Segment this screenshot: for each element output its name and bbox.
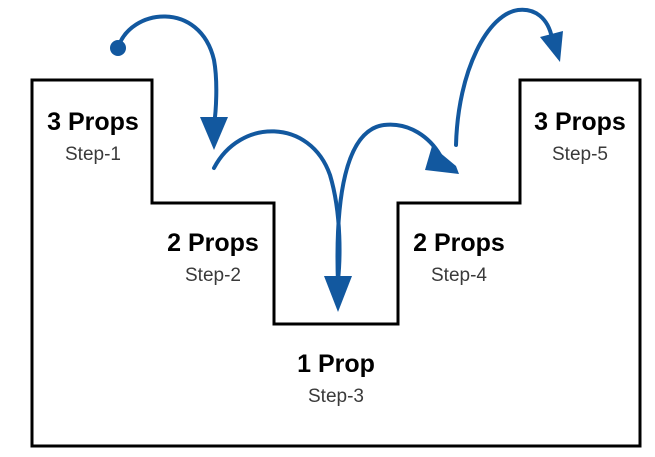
arrowhead-4 (540, 31, 563, 62)
step-2-props: 2 Props (167, 229, 259, 257)
step-1-name: Step-1 (65, 144, 121, 165)
step-3-name: Step-3 (308, 386, 364, 407)
step-4-props: 2 Props (413, 229, 505, 257)
arrow-step4-to-step5 (454, 7, 554, 147)
arrowhead-2 (324, 276, 352, 312)
step-3-props: 1 Prop (297, 350, 375, 378)
step-2-label: 2 Props Step-2 (152, 229, 274, 287)
step-3-label: 1 Prop Step-3 (274, 350, 398, 408)
step-5-props: 3 Props (534, 108, 626, 136)
step-1-props: 3 Props (47, 108, 139, 136)
arrowhead-3 (425, 146, 459, 174)
arrowhead-1 (200, 117, 228, 150)
step-1-label: 3 Props Step-1 (34, 108, 152, 166)
step-2-name: Step-2 (185, 265, 241, 286)
step-5-name: Step-5 (552, 144, 608, 165)
stair-outline (30, 78, 642, 448)
arrow-step3-to-step4 (335, 122, 442, 286)
arrow-step1-to-step2 (116, 14, 219, 127)
step-4-label: 2 Props Step-4 (398, 229, 520, 287)
step-5-label: 3 Props Step-5 (520, 108, 640, 166)
step-4-name: Step-4 (431, 265, 487, 286)
